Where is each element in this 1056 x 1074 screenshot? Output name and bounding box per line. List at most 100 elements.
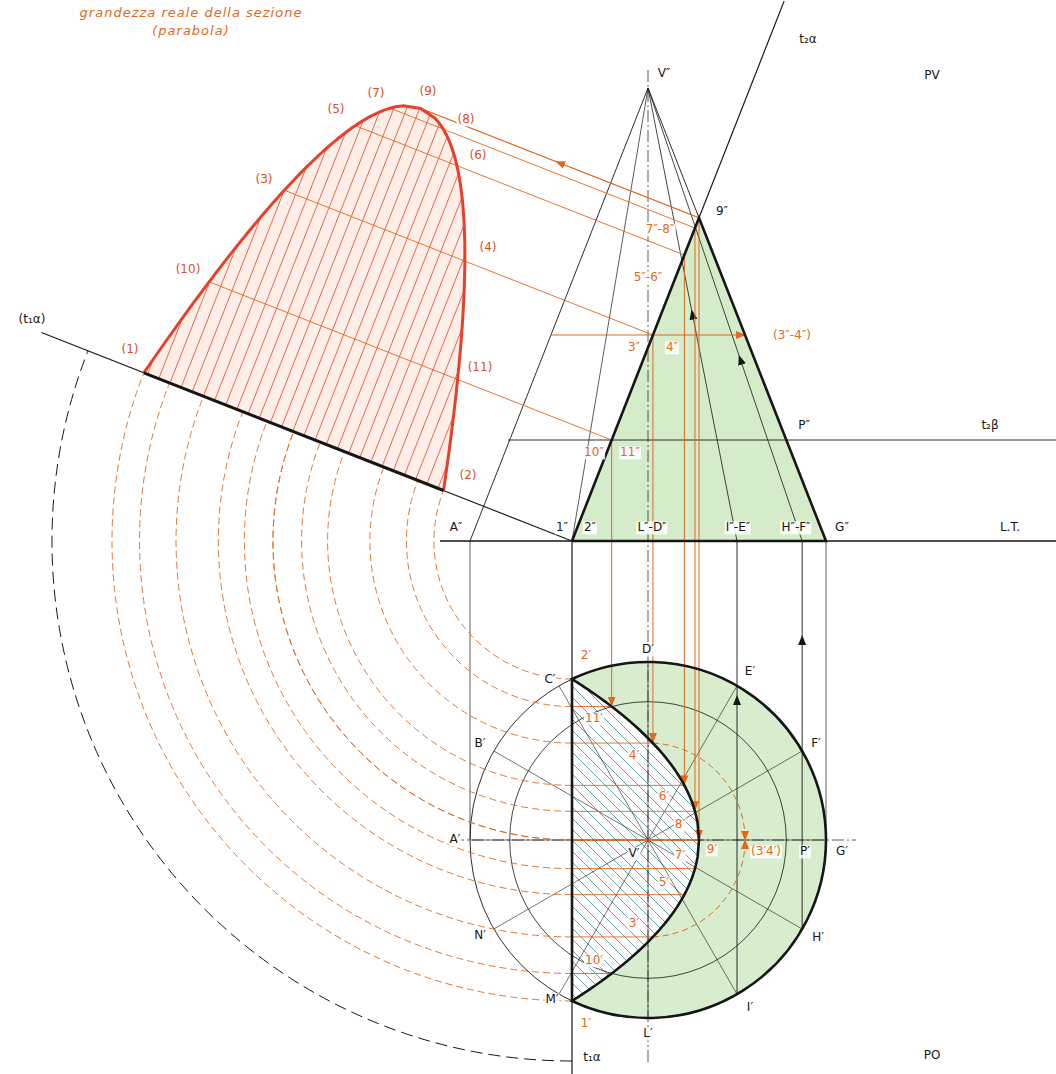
section-edge (571, 679, 574, 1001)
point-label: L″-D″ (636, 521, 667, 534)
hatch-line (356, 113, 495, 467)
transfer-line (572, 811, 695, 812)
hatch-line (560, 927, 712, 1074)
point-label: F′ (810, 737, 822, 750)
projection-arrow (698, 218, 699, 839)
hatch-line (560, 751, 712, 903)
hatch-line (412, 135, 551, 489)
projection-arrow (694, 228, 695, 810)
hatch-line (560, 817, 712, 969)
point-label: V′ (628, 847, 641, 860)
rotation-arc (52, 351, 572, 1061)
hatch-line (560, 641, 712, 793)
hatch-line (267, 78, 406, 432)
projection-line (465, 261, 653, 335)
point-label: H″-F″ (780, 521, 811, 534)
line-label: L.T. (999, 521, 1021, 534)
hatch-line (560, 575, 712, 727)
section-fill (144, 106, 465, 491)
projection-arrow (652, 335, 653, 742)
point-label: M′ (544, 993, 559, 1006)
chord-line (355, 126, 457, 166)
hatch-line (434, 144, 573, 498)
point-label: (3″-4″) (772, 329, 812, 342)
hatch-line (560, 982, 712, 1074)
point-label: 9″ (715, 205, 729, 218)
hatch-line (189, 47, 328, 401)
section-base (144, 373, 444, 491)
point-label: 10′ (584, 954, 604, 967)
transfer-line (572, 973, 612, 974)
hatch-line (367, 118, 506, 472)
point-label: 8′ (674, 818, 686, 831)
point-label: (8) (457, 113, 476, 126)
vertex-label: V″ (657, 67, 672, 80)
hatch-line (560, 949, 712, 1074)
chord-line (284, 190, 464, 261)
hatch-line (560, 916, 712, 1068)
hatch-line (560, 795, 712, 947)
rotation-arc (176, 396, 572, 937)
point-label: 4′ (628, 749, 640, 762)
point-label: 11′ (584, 712, 604, 725)
projection-arrow (684, 255, 685, 784)
trace-label: (t₁α) (18, 313, 47, 326)
outline-layer (144, 106, 826, 1018)
point-label: 3′ (628, 917, 640, 930)
hatch-line (560, 872, 712, 1024)
hatch-line (200, 52, 339, 406)
point-label: 9′ (706, 843, 718, 856)
hatch-line (560, 531, 712, 683)
point-label: 5′ (658, 876, 670, 889)
transfer-line (572, 743, 653, 744)
projection-line (458, 379, 612, 440)
point-label: I″-E″ (725, 521, 751, 534)
rotation-arc (112, 373, 572, 1001)
hatch-line (560, 729, 712, 881)
hatch-line (560, 850, 712, 1002)
hatch-line (457, 153, 596, 507)
hatch-line (560, 564, 712, 716)
point-label: A″ (449, 521, 464, 534)
point-label: 2′ (580, 649, 592, 662)
point-label: E′ (744, 665, 756, 678)
point-label: P″ (797, 419, 811, 432)
hatch-line (560, 828, 712, 980)
chord-line (209, 282, 457, 380)
hatch-line (560, 839, 712, 991)
trace-label: t₂α (798, 33, 817, 46)
point-label: D′ (641, 643, 655, 656)
hatch-line (560, 784, 712, 936)
hatch-line (560, 762, 712, 914)
point-label: (6) (469, 149, 488, 162)
rotation-arc (273, 432, 572, 840)
point-label: (4) (479, 241, 498, 254)
hatch-line (560, 894, 712, 1046)
hatch-layer (122, 21, 712, 1074)
transfer-line (572, 894, 684, 895)
hatch-line (155, 34, 294, 388)
point-label: (11) (467, 361, 494, 374)
point-label: G′ (835, 845, 849, 858)
projection-arrow (802, 541, 803, 929)
point-label: 11″ (619, 446, 641, 459)
point-label: 1″ (555, 521, 569, 534)
rotated-trace (41, 333, 572, 541)
point-label: (9) (419, 85, 438, 98)
hatch-line (560, 520, 712, 672)
projection-arrow (737, 541, 738, 994)
fill-layer (144, 106, 826, 1018)
point-label: G″ (834, 521, 850, 534)
hatch-line (166, 39, 305, 393)
hatch-line (378, 122, 517, 476)
construction-layer (41, 1, 1056, 1074)
hatch-line (311, 96, 450, 450)
axis-line (452, 840, 856, 841)
point-label: (10) (175, 263, 202, 276)
hatch-line (122, 21, 261, 375)
hatch-line (560, 674, 712, 826)
radius-line (494, 751, 802, 929)
